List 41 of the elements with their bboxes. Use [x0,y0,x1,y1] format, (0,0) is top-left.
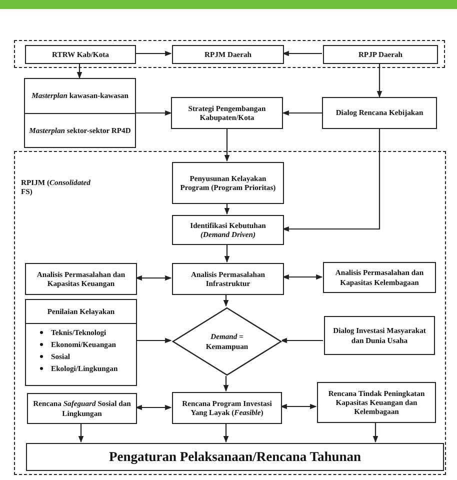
arrow [282,110,322,116]
process-box [27,393,137,424]
process-box [26,443,444,471]
arrow [223,375,229,392]
process-box [172,162,284,204]
arrow [280,338,323,344]
process-box [322,97,437,129]
process-box [24,78,136,148]
dashed-group-frame [14,40,445,68]
process-box [171,97,283,129]
arrow [135,404,172,410]
arrow [224,129,230,162]
arrow [280,404,317,410]
arrow [282,274,323,280]
process-box [172,215,284,245]
box-text: Pengaturan Pelaksanaan/Rencana Tahunan [108,448,362,466]
arrow [135,50,172,56]
dashed-group-frame [14,151,446,475]
process-box [172,392,282,424]
process-box [323,262,436,293]
arrow [223,294,229,307]
arrow [372,422,378,443]
arrow [78,423,84,443]
arrow [282,129,380,232]
process-box [25,263,137,295]
process-box [323,45,438,64]
process-box [324,316,435,355]
arrow [136,110,172,116]
process-box [172,263,284,295]
arrow [282,50,322,56]
process-box [317,382,436,423]
arrow [135,275,172,281]
arrow [136,338,172,344]
arrow [376,63,382,98]
process-box [25,299,137,386]
process-box [172,45,284,64]
process-box [25,45,136,64]
arrow [223,423,229,443]
arrow [224,203,230,215]
arrow [76,63,82,79]
arrow [224,244,230,263]
